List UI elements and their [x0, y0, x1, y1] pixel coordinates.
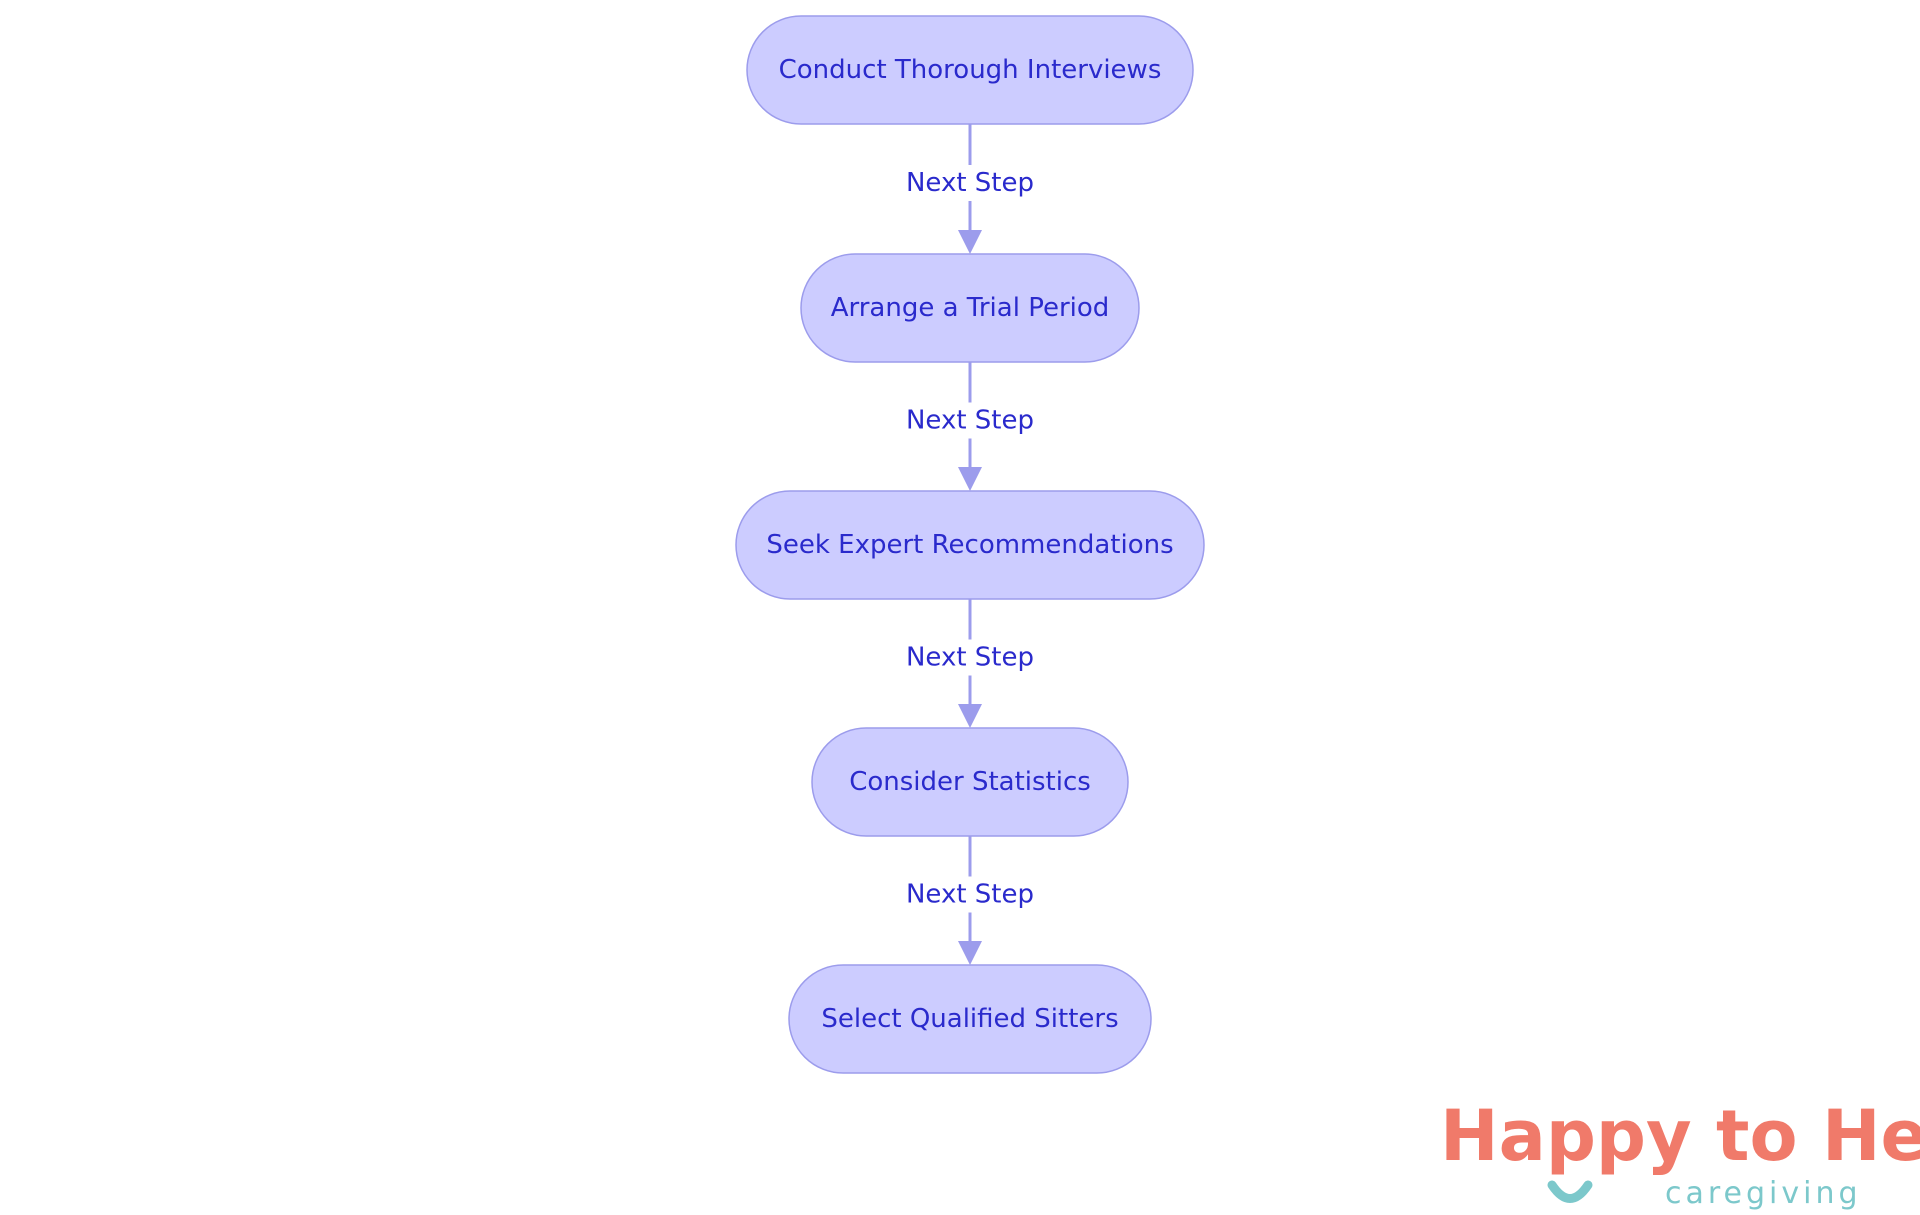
- flow-node-shape: [788, 964, 1152, 1074]
- flow-node-shape: [800, 253, 1140, 363]
- arrowhead-icon: [958, 230, 982, 254]
- flow-node-label: Conduct Thorough Interviews: [779, 55, 1162, 85]
- edge-label: Next Step: [906, 168, 1034, 198]
- flow-node-shape: [746, 15, 1194, 125]
- arrowhead-icon: [958, 941, 982, 965]
- logo-title: Happy to Help: [1440, 1095, 1920, 1177]
- flow-edge: Next Step: [902, 836, 1038, 965]
- arrowhead-icon: [958, 704, 982, 728]
- flow-node: Select Qualified Sitters: [788, 964, 1152, 1074]
- flow-node: Conduct Thorough Interviews: [746, 15, 1194, 125]
- edge-label: Next Step: [906, 880, 1034, 910]
- flow-edge: Next Step: [902, 599, 1038, 728]
- edge-label-background: [902, 876, 1038, 913]
- brand-logo: Happy to Help caregiving: [1440, 1095, 1920, 1211]
- edge-label-background: [902, 639, 1038, 676]
- flow-node: Arrange a Trial Period: [800, 253, 1140, 363]
- flow-node: Seek Expert Recommendations: [735, 490, 1205, 600]
- edge-label-background: [902, 165, 1038, 201]
- flow-node: Consider Statistics: [811, 727, 1129, 837]
- flow-node-shape: [735, 490, 1205, 600]
- flow-node-label: Select Qualified Sitters: [821, 1004, 1118, 1034]
- edge-label: Next Step: [906, 406, 1034, 436]
- flow-node-label: Seek Expert Recommendations: [766, 530, 1173, 560]
- arrowhead-icon: [958, 467, 982, 491]
- flow-edge: Next Step: [902, 362, 1038, 491]
- logo-subtitle: caregiving: [1665, 1176, 1862, 1211]
- flow-edge: Next Step: [902, 124, 1038, 254]
- flow-node-shape: [811, 727, 1129, 837]
- flow-node-label: Consider Statistics: [849, 767, 1091, 797]
- edge-label-background: [902, 402, 1038, 439]
- flow-node-label: Arrange a Trial Period: [831, 293, 1110, 323]
- smile-icon: [1547, 1180, 1593, 1203]
- edge-label: Next Step: [906, 643, 1034, 673]
